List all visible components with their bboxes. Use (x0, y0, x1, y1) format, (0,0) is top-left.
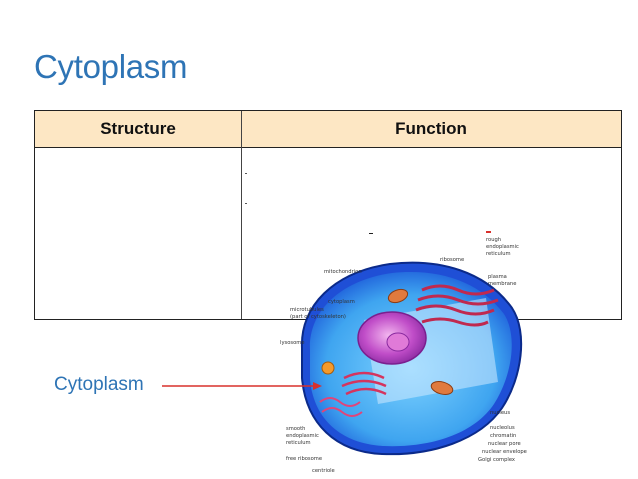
label-ribosome: ribosome (440, 257, 464, 263)
callout-arrow (162, 382, 322, 390)
label-rough-er-3: reticulum (486, 251, 511, 257)
label-smooth-er-2: endoplasmic (286, 433, 319, 439)
stray-mark (245, 173, 247, 174)
column-divider (241, 111, 242, 319)
header-function: Function (395, 119, 467, 138)
golgi-shape (341, 371, 387, 396)
label-plasma-membrane-1: plasma (488, 274, 507, 280)
label-rough-er-2: endoplasmic (486, 244, 519, 250)
stray-mark (369, 233, 373, 234)
label-microtubules-2: (part of cytoskeleton) (290, 314, 346, 320)
table-header-row: Structure Function (35, 111, 621, 148)
label-plasma-membrane-2: membrane (488, 281, 516, 287)
mitochondrion-shape (430, 381, 454, 395)
label-microtubules-1: microtubules (290, 307, 324, 313)
label-cytoplasm: cytoplasm (328, 299, 355, 305)
slide-title: Cytoplasm (34, 48, 188, 85)
stray-mark (245, 203, 247, 204)
label-nucleolus: nucleolus (490, 425, 515, 431)
lysosome-shape (321, 361, 335, 375)
label-centriole: centriole (312, 468, 335, 474)
label-smooth-er-1: smooth (286, 426, 305, 432)
label-mitochondrion: mitochondrion (324, 269, 362, 275)
mitochondrion-shape (387, 288, 409, 304)
stray-mark (486, 231, 491, 233)
label-free-ribosome: free ribosome (286, 456, 322, 462)
label-lysosome: lysosome (280, 340, 305, 346)
label-smooth-er-3: reticulum (286, 440, 311, 446)
label-golgi: Golgi complex (478, 457, 515, 463)
rough-er (415, 284, 499, 327)
label-nuclear-envelope: nuclear envelope (482, 449, 527, 455)
label-nucleus: nucleus (490, 410, 510, 416)
structure-function-table: Structure Function (34, 110, 622, 320)
nucleolus-shape (386, 332, 410, 352)
cytoplasm-callout-label: Cytoplasm (54, 374, 144, 395)
label-nuclear-pore: nuclear pore (488, 441, 521, 447)
label-rough-er-1: rough (486, 237, 501, 243)
animal-cell-diagram: ribosome rough endoplasmic reticulum mit… (280, 237, 527, 474)
header-structure: Structure (100, 119, 176, 138)
smooth-er-shape (319, 397, 363, 417)
label-chromatin: chromatin (490, 433, 516, 439)
